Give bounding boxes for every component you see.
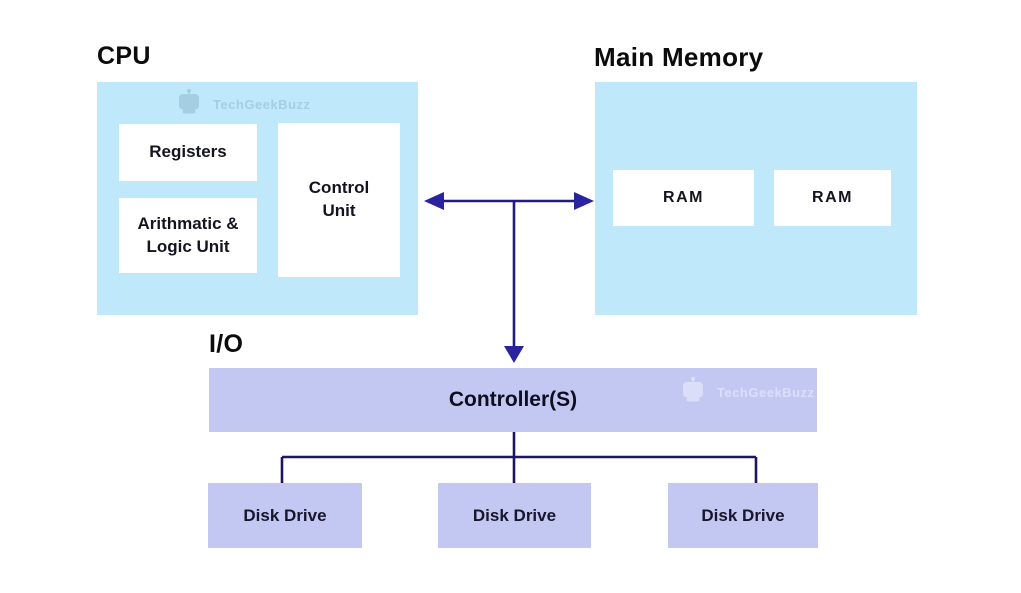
control-unit-box: Control Unit	[278, 123, 400, 277]
ram-label-2: RAM	[812, 189, 853, 207]
disk-drive-label-1: Disk Drive	[243, 505, 327, 525]
disk-drive-box-1: Disk Drive	[208, 483, 362, 548]
alu-label: Arithmatic & Logic Unit	[137, 213, 239, 256]
disk-drive-box-2: Disk Drive	[438, 483, 591, 548]
cpu-memory-bus-arrow	[424, 192, 594, 210]
disk-drive-label-2: Disk Drive	[472, 505, 557, 525]
ram-label-1: RAM	[663, 189, 704, 207]
ram-box-1: RAM	[613, 170, 754, 226]
controller-disk-bus	[280, 432, 758, 483]
controller-label: Controller(S)	[448, 388, 578, 411]
cpu-section-label: CPU	[97, 42, 151, 70]
controller-down-arrow	[504, 201, 524, 363]
disk-drive-box-3: Disk Drive	[668, 483, 818, 548]
disk-drive-label-3: Disk Drive	[701, 505, 785, 525]
alu-box: Arithmatic & Logic Unit	[119, 198, 257, 273]
io-section-label: I/O	[209, 330, 244, 358]
ram-box-2: RAM	[774, 170, 891, 226]
control-unit-label: Control Unit	[308, 178, 370, 220]
registers-label: Registers	[149, 142, 227, 162]
controller-box: Controller(S)	[209, 368, 817, 432]
registers-box: Registers	[119, 124, 257, 181]
main-memory-section-label: Main Memory	[594, 42, 764, 72]
